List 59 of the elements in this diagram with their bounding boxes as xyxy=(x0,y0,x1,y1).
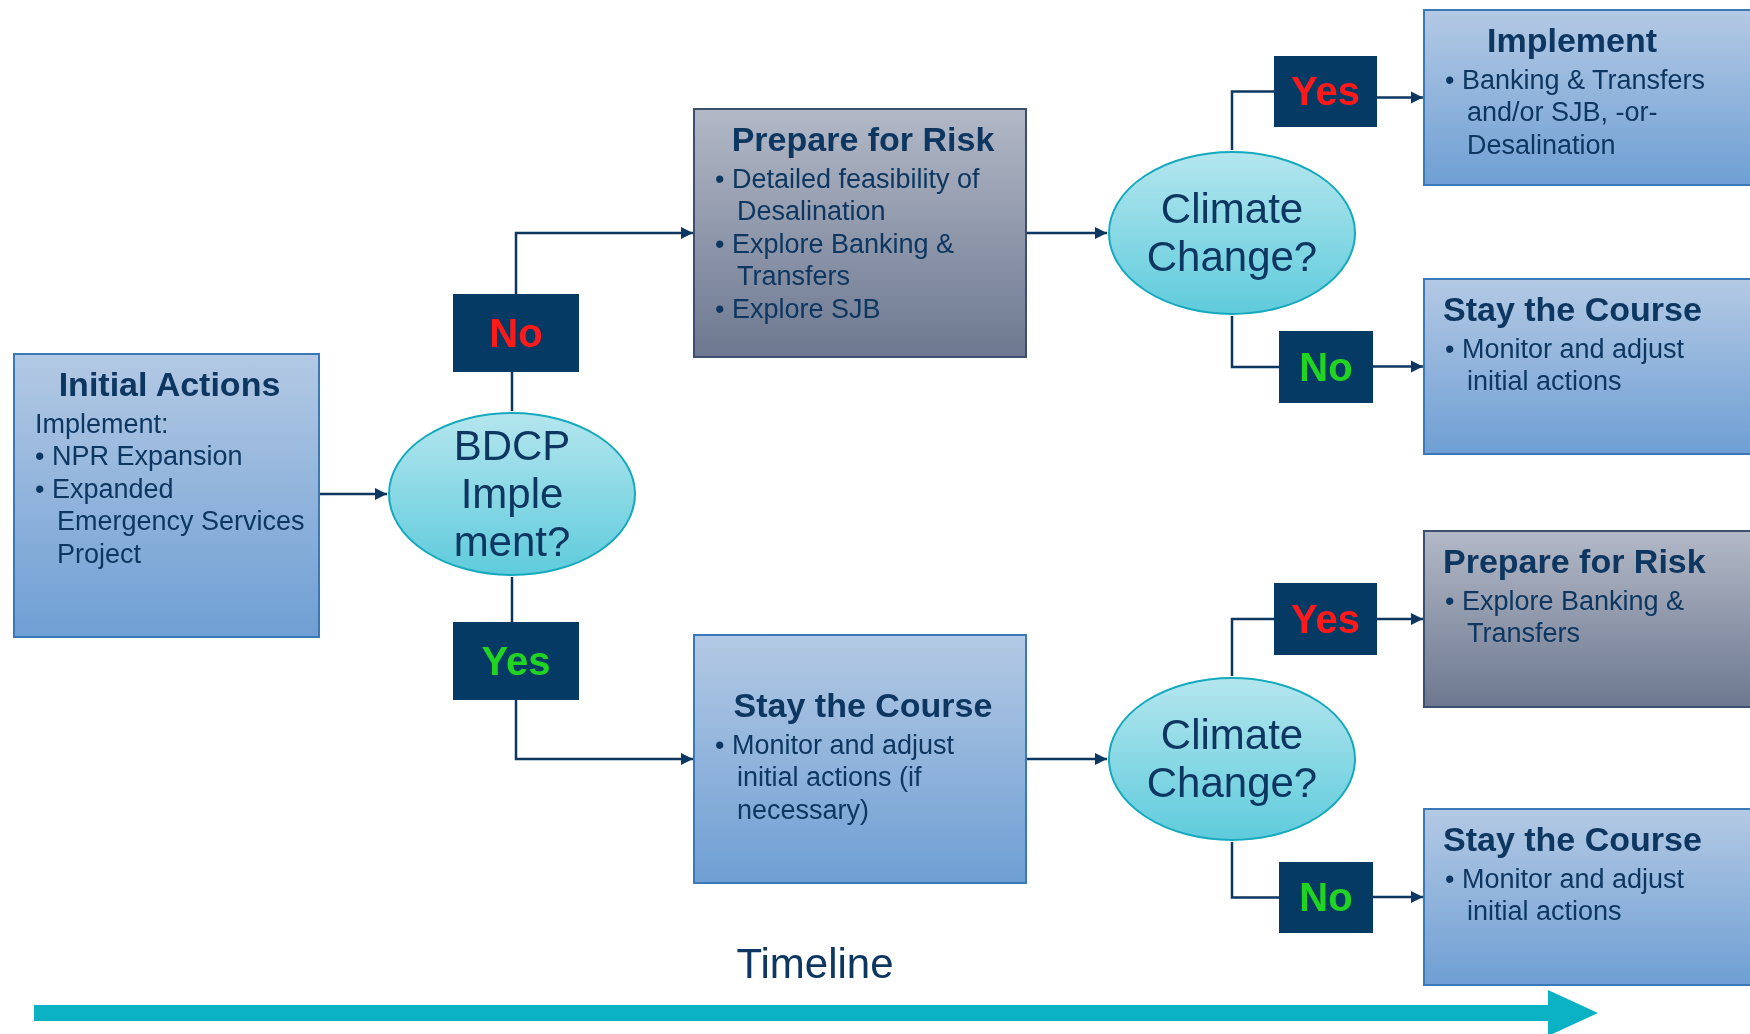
box-heading: Prepare for Risk xyxy=(730,120,996,159)
question-text: Climate Change? xyxy=(1145,184,1319,282)
answer-tag xyxy=(1274,56,1377,127)
process-box xyxy=(13,353,320,638)
box-heading: Stay the Course xyxy=(732,686,994,725)
timeline-label: Timeline xyxy=(735,940,895,988)
answer-text: Yes xyxy=(481,638,551,684)
arrow xyxy=(1373,890,1423,904)
box-heading: Prepare for Risk xyxy=(1443,542,1707,581)
box-heading: Implement xyxy=(1486,21,1659,60)
connector-line xyxy=(1230,842,1279,899)
question-text: Climate Change? xyxy=(1145,710,1319,808)
box-text: • Explore Banking & Transfers xyxy=(714,227,956,293)
box-heading: Initial Actions xyxy=(57,365,282,404)
connector-line xyxy=(1230,316,1279,369)
connector-line xyxy=(1230,617,1274,676)
box-text: Implement: xyxy=(34,408,170,441)
connector-line xyxy=(1230,90,1274,150)
arrow xyxy=(320,487,387,501)
process-box xyxy=(693,108,1027,358)
answer-text: No xyxy=(489,310,543,356)
box-text: • Banking & Transfers and/or SJB, -or- Desalination xyxy=(1444,64,1707,162)
arrow xyxy=(514,226,693,294)
answer-text: No xyxy=(1299,875,1353,920)
arrow xyxy=(1373,360,1423,373)
arrow xyxy=(1377,612,1423,626)
question-text: BDCP Imple ment? xyxy=(452,421,572,567)
box-heading: Stay the Course xyxy=(1443,820,1703,859)
arrow xyxy=(1027,226,1107,240)
box-text: • Monitor and adjust initial actions xyxy=(1444,333,1686,398)
outcome-box xyxy=(1423,278,1750,455)
connector-line xyxy=(510,372,514,411)
outcome-box xyxy=(1423,808,1750,986)
box-text: • Explore SJB xyxy=(714,292,882,325)
answer-tag xyxy=(1274,583,1377,655)
box-text: • Monitor and adjust initial actions xyxy=(1444,863,1686,928)
outcome-box xyxy=(1423,530,1750,708)
box-heading: Stay the Course xyxy=(1443,290,1703,329)
answer-tag xyxy=(1279,331,1373,403)
outcome-box xyxy=(1423,9,1750,186)
decision-ellipse xyxy=(387,411,637,577)
arrow xyxy=(1377,91,1423,104)
box-text: • NPR Expansion xyxy=(34,440,244,473)
arrow xyxy=(514,700,693,766)
box-text: • Explore Banking & Transfers xyxy=(1444,585,1686,650)
decision-ellipse xyxy=(1107,150,1357,316)
answer-tag xyxy=(453,294,579,372)
answer-text: No xyxy=(1299,344,1353,390)
process-box xyxy=(693,634,1027,884)
arrow xyxy=(1027,752,1107,766)
decision-ellipse xyxy=(1107,676,1357,842)
box-text: • Monitor and adjust initial actions (if necessary) xyxy=(714,729,956,827)
answer-text: Yes xyxy=(1291,596,1360,642)
box-text: • Detailed feasibility of Desalination xyxy=(714,163,981,228)
answer-text: Yes xyxy=(1291,69,1360,114)
box-text: • Expanded Emergency Services Project xyxy=(34,472,306,570)
answer-tag xyxy=(1279,862,1373,933)
answer-tag xyxy=(453,622,579,700)
connector-line xyxy=(510,577,514,622)
